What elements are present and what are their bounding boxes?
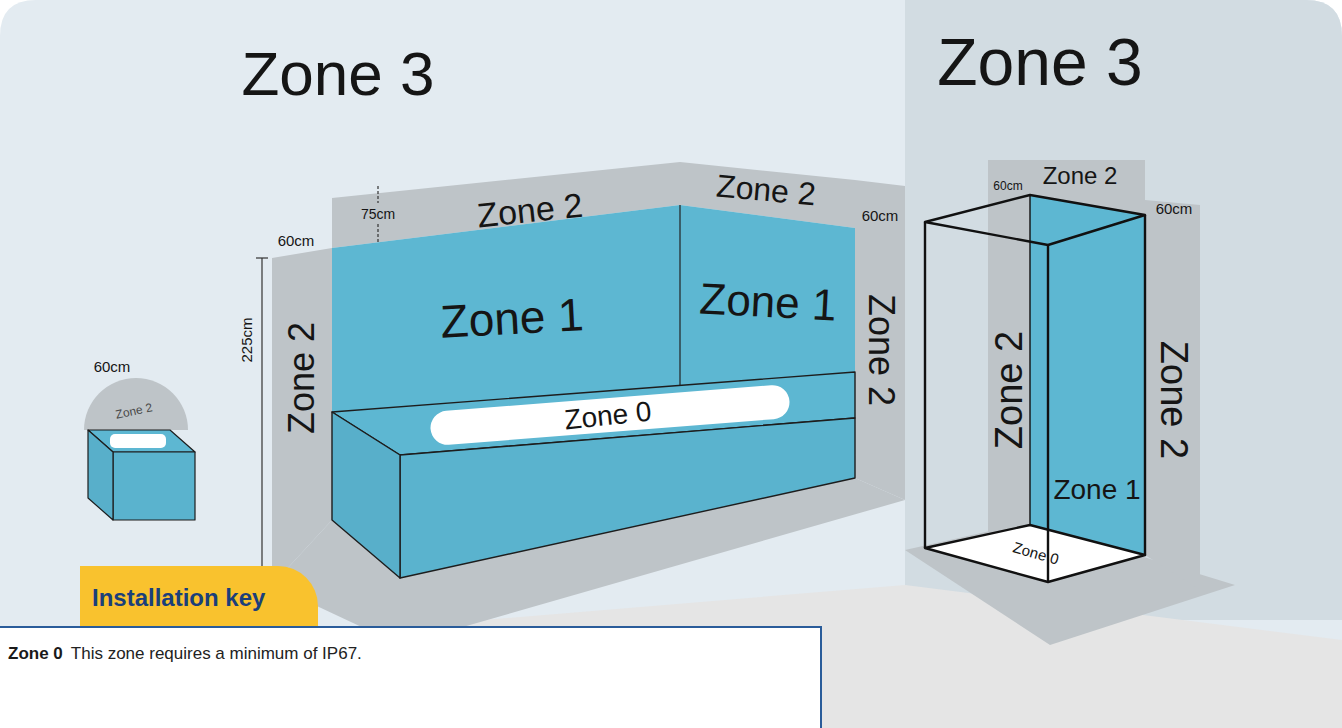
right-wall <box>905 0 1342 620</box>
wall-corner <box>679 205 680 386</box>
dimension-label: 60cm <box>278 233 315 248</box>
zone-label: Zone 1 <box>698 276 837 327</box>
height-dimension <box>256 258 268 580</box>
zone-label: Zone 1 <box>439 291 584 344</box>
zone-label: Zone 2 <box>284 322 320 434</box>
bath-tub <box>332 372 855 578</box>
zone-label: Zone 3 <box>241 43 434 105</box>
dimension-label: 60cm <box>94 359 131 374</box>
key-description: This zone requires a minimum of IP67. <box>71 644 362 663</box>
shower-zone-2 <box>905 160 1235 645</box>
key-heading: Installation key <box>92 584 265 611</box>
zone-label: Zone 1 <box>1053 476 1140 504</box>
bath-zone-2 <box>272 162 905 645</box>
dimension-label: 225cm <box>239 317 254 362</box>
key-zone-name: Zone 0 <box>8 644 63 663</box>
zone-label: Zone 3 <box>937 29 1142 95</box>
basin <box>88 430 195 520</box>
dimension-label: 75cm <box>361 207 395 221</box>
basin-zone-2 <box>84 378 188 430</box>
zone-label: Zone 2 <box>1155 341 1193 459</box>
zone-label: Zone 2 <box>715 170 817 211</box>
shower-tray <box>925 525 1145 582</box>
dimension-label: 60cm <box>862 208 899 223</box>
bath-zone-0 <box>429 384 791 446</box>
node-content: Installation key <box>80 566 295 623</box>
node-content: Zone 0 This zone requires a minimum of IP… <box>0 628 380 674</box>
zone-label: Zone 2 <box>1043 164 1118 188</box>
zone-label: Zone 2 <box>990 331 1028 449</box>
zone-label: Zone 2 <box>863 294 899 406</box>
dimension-label: 60cm <box>1156 201 1193 216</box>
key-box: Zone 0 This zone requires a minimum of IP… <box>0 626 822 728</box>
key-heading-tab: Installation key <box>80 566 318 627</box>
shower-frame <box>925 195 1145 582</box>
dimension-label: 60cm <box>993 180 1022 192</box>
